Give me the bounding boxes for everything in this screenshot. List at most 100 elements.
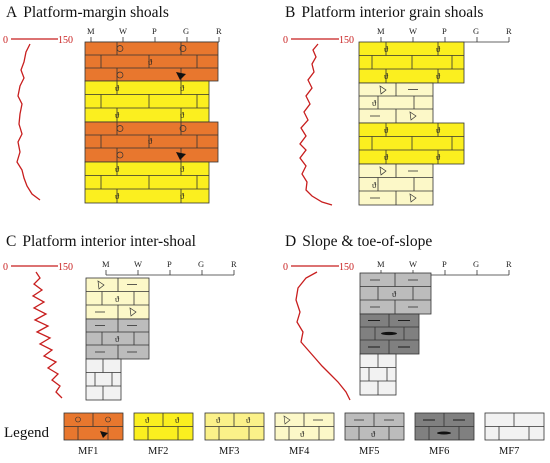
svg-text:ϑ: ϑ — [175, 415, 180, 425]
svg-text:ϑ: ϑ — [145, 415, 150, 425]
svg-text:G: G — [198, 259, 204, 269]
svg-text:ϑ: ϑ — [115, 83, 120, 93]
texture-axis-b: M W P G R — [377, 26, 512, 43]
column-c: ϑ ϑ — [85, 277, 150, 401]
svg-text:P: P — [442, 259, 447, 269]
svg-text:ϑ: ϑ — [384, 125, 389, 135]
svg-text:M: M — [102, 259, 110, 269]
bed-mf2 — [358, 122, 465, 165]
svg-text:ϑ: ϑ — [180, 83, 185, 93]
svg-text:M: M — [87, 26, 95, 36]
svg-text:M: M — [377, 26, 385, 36]
column-d: ϑ — [359, 272, 432, 396]
gr-scale-c: 0 150 — [3, 262, 73, 273]
svg-text:R: R — [506, 259, 512, 269]
svg-text:0: 0 — [283, 262, 288, 273]
svg-text:ϑ: ϑ — [216, 415, 221, 425]
svg-text:0: 0 — [3, 262, 8, 273]
svg-text:G: G — [473, 26, 479, 36]
svg-text:P: P — [152, 26, 157, 36]
svg-text:ϑ: ϑ — [148, 136, 153, 146]
bed-mf2 — [84, 80, 210, 123]
svg-text:ϑ: ϑ — [372, 180, 377, 190]
svg-text:ϑ: ϑ — [384, 71, 389, 81]
svg-text:W: W — [134, 259, 142, 269]
fossil-icon — [176, 152, 186, 160]
svg-text:150: 150 — [58, 262, 73, 273]
svg-text:ϑ: ϑ — [180, 164, 185, 174]
svg-text:MF3: MF3 — [219, 446, 239, 457]
svg-text:ϑ: ϑ — [115, 164, 120, 174]
svg-text:ϑ: ϑ — [180, 191, 185, 201]
bed-mf2 — [358, 41, 465, 84]
svg-text:G: G — [183, 26, 189, 36]
gr-scale-a: 0 150 — [3, 35, 73, 46]
texture-axis-c: M W P G R — [102, 259, 237, 276]
svg-text:MF6: MF6 — [429, 446, 449, 457]
legend-item-mf4: ϑ MF4 — [274, 412, 335, 457]
svg-text:ϑ: ϑ — [384, 152, 389, 162]
svg-text:P: P — [442, 26, 447, 36]
column-a: ϑ ϑ ϑ ϑ ϑ ϑ ϑ ϑ ϑ ϑ — [84, 41, 219, 204]
svg-text:R: R — [506, 26, 512, 36]
legend-item-mf5: ϑ MF5 — [344, 412, 405, 457]
bed-mf7 — [85, 358, 122, 401]
svg-text:ϑ: ϑ — [115, 110, 120, 120]
legend: Legend MF1 ϑ ϑ MF2 ϑ ϑ MF3 — [4, 412, 545, 457]
svg-text:ϑ: ϑ — [436, 44, 441, 54]
svg-text:ϑ: ϑ — [436, 125, 441, 135]
gr-curve-b — [299, 43, 333, 206]
fossil-icon — [176, 72, 186, 80]
svg-text:0: 0 — [283, 35, 288, 46]
svg-text:ϑ: ϑ — [371, 429, 376, 439]
svg-text:G: G — [473, 259, 479, 269]
gr-curve-d — [295, 271, 351, 401]
legend-item-mf7: MF7 — [484, 412, 545, 457]
svg-text:ϑ: ϑ — [148, 57, 153, 67]
svg-text:W: W — [409, 259, 417, 269]
svg-text:ϑ: ϑ — [436, 71, 441, 81]
svg-text:MF1: MF1 — [78, 446, 98, 457]
legend-title: Legend — [4, 425, 49, 441]
svg-text:150: 150 — [339, 35, 354, 46]
svg-text:150: 150 — [58, 35, 73, 46]
texture-axis-a: M W P G R — [87, 26, 222, 43]
legend-item-mf2: ϑ ϑ MF2 — [133, 412, 194, 457]
legend-item-mf3: ϑ ϑ MF3 — [204, 412, 265, 457]
svg-text:ϑ: ϑ — [115, 334, 120, 344]
gr-curve-a — [16, 43, 41, 201]
legend-item-mf1: MF1 — [63, 412, 124, 457]
svg-text:ϑ: ϑ — [300, 429, 305, 439]
svg-text:ϑ: ϑ — [115, 294, 120, 304]
svg-text:MF2: MF2 — [148, 446, 168, 457]
svg-text:0: 0 — [3, 35, 8, 46]
svg-text:MF4: MF4 — [289, 446, 310, 457]
svg-text:P: P — [167, 259, 172, 269]
gr-scale-b: 0 150 — [283, 35, 354, 46]
svg-text:ϑ: ϑ — [115, 191, 120, 201]
svg-text:M: M — [377, 259, 385, 269]
svg-text:ϑ: ϑ — [436, 152, 441, 162]
svg-text:MF7: MF7 — [499, 446, 519, 457]
svg-text:ϑ: ϑ — [372, 98, 377, 108]
svg-text:W: W — [119, 26, 127, 36]
svg-text:MF5: MF5 — [359, 446, 379, 457]
gr-curve-c — [31, 271, 63, 399]
svg-text:ϑ: ϑ — [180, 110, 185, 120]
svg-text:ϑ: ϑ — [246, 415, 251, 425]
svg-text:ϑ: ϑ — [392, 289, 397, 299]
svg-text:W: W — [409, 26, 417, 36]
legend-item-mf6: MF6 — [414, 412, 475, 457]
svg-text:R: R — [216, 26, 222, 36]
svg-text:150: 150 — [339, 262, 354, 273]
